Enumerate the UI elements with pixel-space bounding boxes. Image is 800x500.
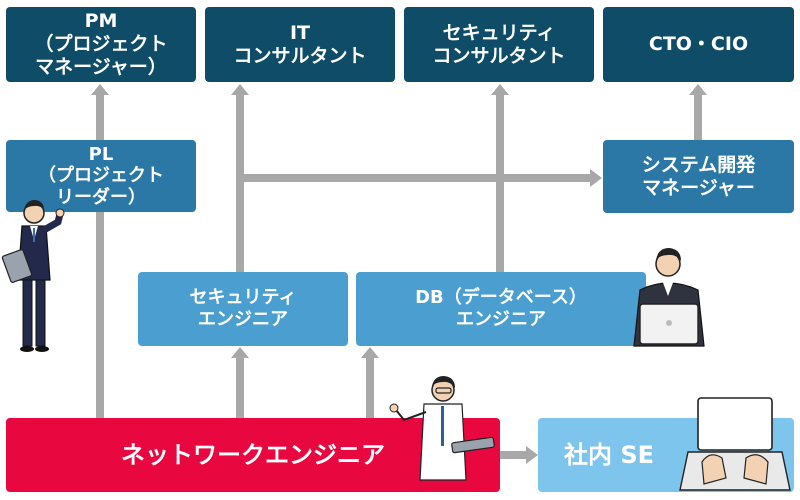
- arrow-sysdev-to-cto: [694, 95, 702, 140]
- arrowhead-security-consultant: [491, 84, 509, 95]
- node-pl: PL （プロジェクト リーダー）: [6, 140, 196, 212]
- node-security-consultant-line1: セキュリティ: [442, 21, 556, 44]
- arrow-db-to-security-consultant: [496, 95, 504, 272]
- node-it-consultant-line2: コンサルタント: [233, 44, 367, 67]
- node-it-consultant: IT コンサルタント: [205, 7, 395, 82]
- node-it-consultant-line1: IT: [289, 21, 311, 44]
- node-pm: PM （プロジェクト マネージャー）: [6, 7, 196, 82]
- node-network-engineer: ネットワークエンジニア: [6, 418, 500, 492]
- arrow-security-to-it-consultant: [236, 95, 244, 272]
- arrowhead-cto: [689, 84, 707, 95]
- arrowhead-it-consultant: [231, 84, 249, 95]
- node-pl-line3: リーダー）: [56, 186, 146, 208]
- node-system-dev-manager: システム開発 マネージャー: [603, 140, 794, 213]
- arrow-network-to-pl: [96, 200, 104, 418]
- node-cto-cio: CTO・CIO: [603, 7, 794, 82]
- node-security-engineer-line2: エンジニア: [198, 309, 288, 330]
- node-network-engineer-line1: ネットワークエンジニア: [121, 440, 385, 469]
- node-internal-se-line1: 社内 SE: [564, 440, 655, 469]
- node-system-dev-manager-line2: マネージャー: [642, 176, 755, 199]
- node-pl-line1: PL: [88, 143, 114, 165]
- node-cto-cio-line1: CTO・CIO: [648, 33, 749, 56]
- arrowhead-db-engineer: [361, 347, 379, 358]
- arrow-network-to-internal-se: [500, 451, 526, 459]
- node-system-dev-manager-line1: システム開発: [641, 153, 756, 176]
- node-internal-se: 社内 SE: [538, 418, 794, 492]
- node-pm-line3: マネージャー）: [35, 55, 167, 78]
- arrowhead-pm: [91, 84, 109, 95]
- arrow-network-to-security-engineer: [236, 357, 244, 418]
- node-security-engineer: セキュリティ エンジニア: [138, 272, 348, 346]
- node-db-engineer-line2: エンジニア: [456, 309, 546, 330]
- node-pl-line2: （プロジェクト: [38, 165, 164, 187]
- arrowhead-system-dev-manager: [590, 169, 602, 187]
- node-db-engineer-line1: DB（データベース）: [415, 287, 587, 309]
- arrowhead-internal-se: [526, 446, 538, 464]
- node-security-consultant: セキュリティ コンサルタント: [404, 7, 594, 82]
- node-db-engineer: DB（データベース） エンジニア: [356, 272, 646, 346]
- node-security-consultant-line2: コンサルタント: [432, 44, 566, 67]
- arrow-pl-to-pm: [96, 95, 104, 142]
- node-security-engineer-line1: セキュリティ: [189, 287, 297, 309]
- arrow-network-to-db-engineer: [366, 357, 374, 418]
- arrowhead-security-engineer: [231, 347, 249, 358]
- node-pm-line2: （プロジェクト: [34, 33, 168, 56]
- arrow-to-system-dev-manager: [244, 174, 590, 182]
- node-pm-line1: PM: [84, 10, 118, 33]
